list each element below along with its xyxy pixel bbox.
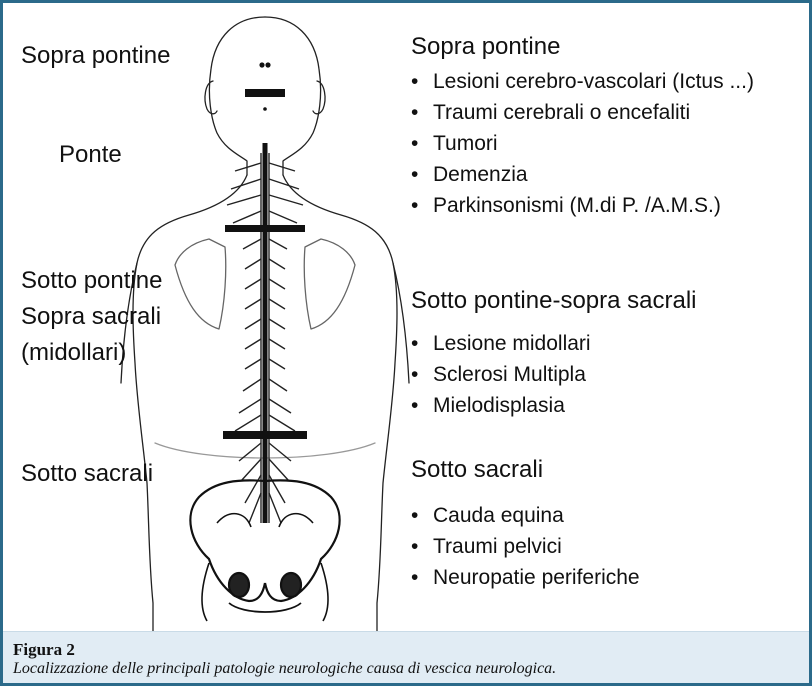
torso-left-outline <box>133 175 247 631</box>
list-item: •Traumi pelvici <box>411 531 640 562</box>
list-sotto-pontine-sopra-sacrali: •Lesione midollari •Sclerosi Multipla •M… <box>411 328 591 421</box>
bullet-icon: • <box>411 159 433 190</box>
caption-text: Localizzazione delle principali patologi… <box>13 660 556 678</box>
torso-right-outline <box>283 175 397 631</box>
bullet-icon: • <box>411 128 433 159</box>
pons-level-bar <box>245 89 285 97</box>
bullet-icon: • <box>411 190 433 221</box>
section-heading-sotto-pontine-sopra-sacrali: Sotto pontine-sopra sacrali <box>411 287 697 315</box>
label-midollari: (midollari) <box>21 339 126 367</box>
bullet-icon: • <box>411 562 433 593</box>
sacral-level-bar <box>223 431 307 439</box>
cervical-level-bar <box>225 225 305 232</box>
bullet-icon: • <box>411 359 433 390</box>
label-ponte: Ponte <box>59 141 122 169</box>
figure-caption: Figura 2 Localizzazione delle principali… <box>3 631 809 684</box>
bullet-icon: • <box>411 328 433 359</box>
right-scapula <box>304 239 355 329</box>
list-item: •Lesione midollari <box>411 328 591 359</box>
list-item: •Lesioni cerebro-vascolari (Ictus ...) <box>411 66 754 97</box>
list-item: •Neuropatie periferiche <box>411 562 640 593</box>
caption-title: Figura 2 <box>13 640 75 660</box>
label-sopra-pontine: Sopra pontine <box>21 42 170 70</box>
list-sotto-sacrali: •Cauda equina •Traumi pelvici •Neuropati… <box>411 500 640 593</box>
list-sopra-pontine: •Lesioni cerebro-vascolari (Ictus ...) •… <box>411 66 754 221</box>
list-item: •Sclerosi Multipla <box>411 359 591 390</box>
spinal-cord <box>227 143 303 523</box>
list-item: •Tumori <box>411 128 754 159</box>
section-heading-sopra-pontine: Sopra pontine <box>411 33 560 61</box>
label-sotto-sacrali: Sotto sacrali <box>21 460 153 488</box>
label-sopra-sacrali: Sopra sacrali <box>21 303 161 331</box>
left-scapula <box>175 239 226 329</box>
bullet-icon: • <box>411 531 433 562</box>
bullet-icon: • <box>411 500 433 531</box>
list-item: •Demenzia <box>411 159 754 190</box>
list-item: •Traumi cerebrali o encefaliti <box>411 97 754 128</box>
list-item: •Parkinsonismi (M.di P. /A.M.S.) <box>411 190 754 221</box>
list-item: •Cauda equina <box>411 500 640 531</box>
bullet-icon: • <box>411 390 433 421</box>
list-item: •Mielodisplasia <box>411 390 591 421</box>
brain-marker <box>259 62 270 110</box>
bullet-icon: • <box>411 97 433 128</box>
bullet-icon: • <box>411 66 433 97</box>
label-sotto-pontine: Sotto pontine <box>21 267 162 295</box>
section-heading-sotto-sacrali: Sotto sacrali <box>411 456 543 484</box>
